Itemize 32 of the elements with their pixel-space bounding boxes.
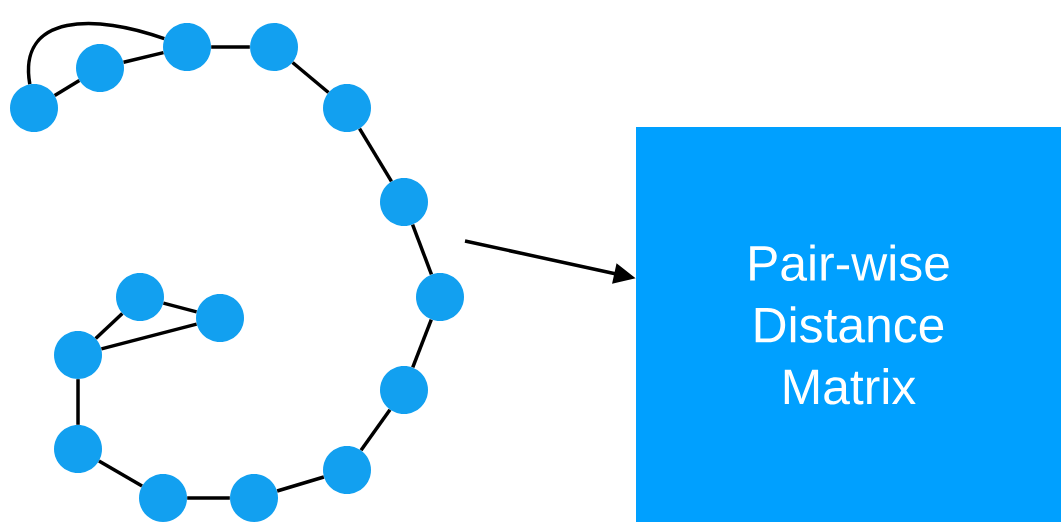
point-circle bbox=[163, 23, 211, 71]
point-circle bbox=[250, 23, 298, 71]
connector-line bbox=[101, 322, 198, 351]
connector-line bbox=[123, 50, 164, 65]
point-circle bbox=[139, 474, 187, 522]
curved-line bbox=[26, 22, 165, 85]
point-circle bbox=[380, 366, 428, 414]
connector-line bbox=[211, 45, 250, 49]
point-circle bbox=[76, 44, 124, 92]
connector-line bbox=[276, 475, 325, 493]
point-circle bbox=[416, 273, 464, 321]
point-circle bbox=[196, 294, 244, 342]
connector-line bbox=[410, 224, 434, 275]
connector-line bbox=[98, 459, 143, 488]
point-circle bbox=[380, 178, 428, 226]
connector-line bbox=[411, 318, 433, 369]
point-circle bbox=[54, 425, 102, 473]
point-circle bbox=[10, 84, 58, 132]
point-circle bbox=[323, 446, 371, 494]
connector-line bbox=[359, 408, 392, 452]
connector-line bbox=[358, 127, 393, 183]
connector-line bbox=[53, 79, 81, 97]
point-circle bbox=[230, 474, 278, 522]
connector-line bbox=[94, 312, 124, 340]
connector-line bbox=[76, 379, 80, 425]
connector-line bbox=[291, 61, 330, 94]
connector-line bbox=[162, 301, 198, 314]
point-circle bbox=[54, 331, 102, 379]
point-circle bbox=[323, 84, 371, 132]
point-circle bbox=[116, 273, 164, 321]
connector-line bbox=[187, 496, 230, 500]
process-box: Pair-wise Distance Matrix bbox=[636, 127, 1061, 522]
